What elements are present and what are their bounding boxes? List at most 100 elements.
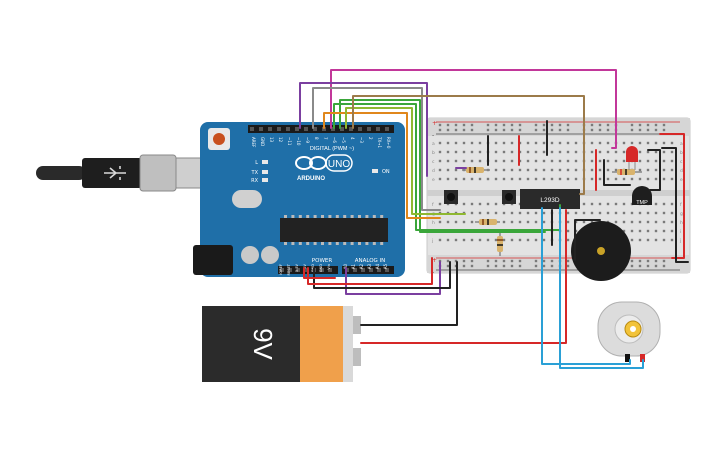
analog-pin-label: A1 [351, 264, 356, 270]
row-letter: f [432, 202, 434, 208]
digital-pin-label: ~11 [287, 137, 292, 146]
digital-pin-label: ~6 [332, 137, 337, 143]
power-jack [193, 245, 233, 275]
row-letter: d [432, 168, 435, 174]
brand-text: ARDUINO [297, 176, 325, 182]
power-pin-label: Vin [327, 264, 331, 270]
wire-black-rail [661, 147, 689, 263]
digital-label: DIGITAL (PWM ~) [310, 146, 354, 152]
wire-magenta [330, 69, 617, 149]
wire-black-breadboard-3 [603, 159, 631, 186]
sensor-label: TMP [636, 200, 648, 206]
temperature-sensor: TMP [632, 186, 652, 206]
power-pin-label: GND [319, 264, 323, 272]
crystal [232, 190, 262, 208]
row-letter: i [680, 229, 681, 235]
digital-pin-label: ~5 [341, 137, 346, 143]
analog-pin-label: A0 [343, 264, 348, 270]
analog-pin-label: A2 [359, 264, 364, 270]
row-letter: a [432, 142, 435, 147]
driver-chip-label: L293D [540, 197, 559, 204]
row-letter: c [432, 160, 435, 165]
wire-black-buzzer [574, 219, 601, 261]
rail-plus-label-top: + [432, 120, 437, 127]
digital-pin-label: 8 [314, 137, 319, 140]
row-letter: b [680, 150, 683, 156]
wires [299, 69, 689, 369]
reset-button[interactable] [213, 133, 225, 145]
model-text: UNO [328, 159, 350, 170]
row-letter: j [679, 238, 681, 244]
wire-green-2 [339, 99, 546, 233]
row-letter: g [680, 212, 683, 217]
rail-plus-label-bottom: + [432, 257, 437, 264]
wire-red-vin [303, 267, 336, 279]
wire-black-sensor [647, 149, 661, 191]
arduino-logo [295, 154, 353, 172]
wire-purple-bottom [345, 261, 441, 295]
battery-9v: 9V [202, 306, 361, 382]
resistor-3 [497, 232, 503, 256]
analog-label: ANALOG IN [355, 258, 386, 264]
power-pin-label: 3.3V [295, 263, 299, 272]
l-led-label: L [255, 160, 258, 166]
analog-pin-label: A3 [367, 264, 372, 270]
analog-header [342, 266, 394, 274]
digital-pin-label: TX→1 [377, 136, 382, 149]
rail-minus-label-top: - [432, 132, 434, 139]
analog-pin-label: A5 [383, 264, 388, 270]
power-pin-label: 5V [303, 263, 307, 268]
row-letter: j [431, 238, 433, 244]
digital-pin-label: 2 [368, 137, 373, 140]
wire-orange [323, 112, 441, 219]
on-led-label: ON [382, 169, 390, 175]
dc-motor [597, 301, 661, 362]
wire-gray [312, 87, 441, 211]
rail-minus-label-bottom: - [432, 269, 434, 276]
digital-pin-label: ~3 [359, 137, 364, 143]
pushbutton-2[interactable] [502, 190, 516, 204]
usb-cable [36, 154, 207, 192]
digital-pin-label: RX←0 [386, 137, 391, 149]
capacitor-2 [261, 246, 279, 264]
row-letter: e [432, 178, 435, 183]
resistor-1 [462, 167, 490, 173]
wire-red-battery [360, 209, 567, 344]
wire-brown [352, 95, 585, 195]
digital-pin-label: 7 [323, 137, 328, 140]
digital-pin-label: 13 [269, 137, 274, 143]
digital-pin-label: ~10 [296, 137, 301, 146]
row-letter: f [680, 202, 682, 208]
digital-pin-label: 4 [350, 137, 355, 140]
digital-header [248, 125, 394, 133]
atmega-chip-pins [284, 215, 384, 245]
wire-red-5v [307, 257, 433, 285]
wire-yellowgreen [345, 107, 466, 215]
row-letter: d [680, 168, 683, 174]
rx-led-label: RX [251, 178, 258, 184]
resistor-4 [612, 169, 642, 175]
atmega-chip [280, 218, 388, 242]
power-pin-label: IOREF [279, 264, 283, 275]
power-label: POWER [312, 258, 333, 264]
battery-terminal-positive [353, 348, 361, 366]
digital-pin-label: AREF [251, 137, 256, 148]
tx-led-label: TX [251, 170, 259, 176]
resistor-2 [475, 219, 500, 225]
digital-pin-label: 12 [278, 137, 283, 143]
battery-terminal-negative [353, 316, 361, 334]
analog-pin-label: A4 [375, 264, 380, 270]
wire-black-battery [360, 261, 458, 326]
battery-label: 9V [248, 328, 278, 360]
red-led [626, 146, 638, 170]
row-letter: a [680, 142, 683, 147]
digital-pin-label: GND [260, 137, 265, 146]
wire-cyan-1 [541, 207, 631, 365]
power-pin-label: RESET [287, 263, 291, 275]
pushbutton-1[interactable] [444, 190, 458, 204]
row-letter: h [432, 220, 435, 226]
wire-red-rail [659, 133, 685, 259]
row-letter: h [680, 220, 683, 226]
